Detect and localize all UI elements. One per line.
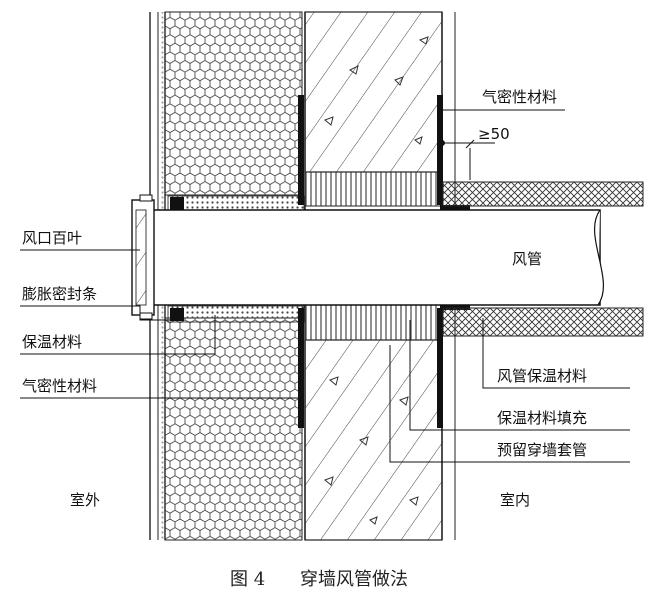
- label-insulation-fill: 保温材料填充: [497, 409, 587, 427]
- label-airtight-top: 气密性材料: [482, 88, 557, 106]
- duct-insulation: [442, 181, 644, 337]
- label-louver: 风口百叶: [22, 229, 82, 247]
- caption-figure-number: 图 4: [230, 569, 265, 590]
- caption-title: 穿墙风管做法: [300, 569, 408, 590]
- leader-lines: [20, 109, 630, 463]
- label-seal-strip: 膨胀密封条: [22, 285, 97, 303]
- sleeve-insulation-fill: [304, 171, 443, 341]
- label-outdoor: 室外: [70, 491, 100, 509]
- label-insulation-left: 保温材料: [22, 333, 82, 351]
- louver: [131, 194, 155, 320]
- concrete-wall: [304, 11, 443, 541]
- label-duct-insulation: 风管保温材料: [497, 367, 587, 385]
- label-gap: ≥50: [478, 125, 510, 143]
- label-airtight-left: 气密性材料: [22, 377, 97, 395]
- duct: [139, 209, 604, 306]
- label-indoor: 室内: [500, 491, 530, 509]
- gap-dimension: [439, 139, 495, 180]
- exterior-insulation: [164, 11, 305, 541]
- label-sleeve: 预留穿墙套管: [497, 441, 587, 459]
- label-duct: 风管: [512, 250, 542, 268]
